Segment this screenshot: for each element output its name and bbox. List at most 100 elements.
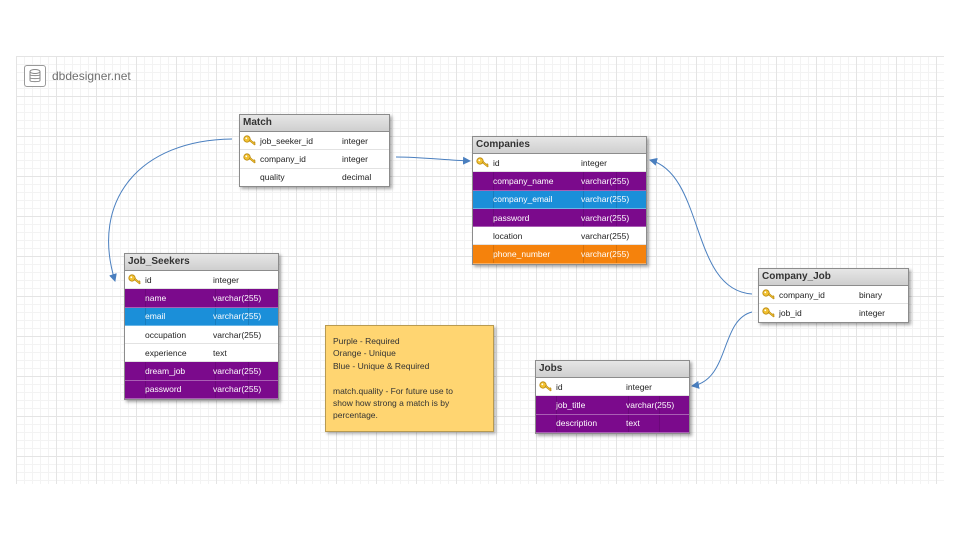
field-name: job_id xyxy=(779,307,802,318)
field-type: decimal xyxy=(342,172,372,183)
row-divider xyxy=(215,362,216,380)
field-type: varchar(255) xyxy=(581,194,630,205)
table-title[interactable]: Companies xyxy=(473,137,646,154)
table-row[interactable]: email varchar(255) xyxy=(125,307,278,326)
link-company-job-to-companies xyxy=(649,157,753,295)
table-title[interactable]: Job_Seekers xyxy=(125,254,278,271)
field-name: dream_job xyxy=(145,366,186,377)
row-divider xyxy=(616,208,617,227)
field-type: integer xyxy=(581,157,607,168)
row-divider xyxy=(583,245,584,263)
row-divider xyxy=(145,380,146,399)
brand-name: dbdesigner.net xyxy=(52,69,131,83)
table-row[interactable]: password varchar(255) xyxy=(125,380,278,400)
row-divider xyxy=(248,307,249,325)
note-line xyxy=(333,372,486,384)
field-name: company_email xyxy=(493,194,553,205)
field-type: integer xyxy=(626,381,652,392)
field-name: password xyxy=(145,384,182,395)
row-divider xyxy=(583,190,584,208)
link-match-to-companies xyxy=(395,156,471,165)
key-spacer xyxy=(473,191,491,208)
row-divider xyxy=(659,396,660,414)
field-name: id xyxy=(493,157,500,168)
row-divider xyxy=(493,208,494,227)
key-spacer xyxy=(536,415,554,432)
row-divider xyxy=(145,362,146,380)
table-title[interactable]: Match xyxy=(240,115,389,132)
field-type: varchar(255) xyxy=(581,249,630,260)
field-name: company_id xyxy=(779,289,825,300)
table-row[interactable]: company_email varchar(255) xyxy=(473,190,646,209)
field-type: varchar(255) xyxy=(581,212,630,223)
key-spacer xyxy=(125,326,143,343)
note-line: percentage. xyxy=(333,410,378,421)
field-name: company_name xyxy=(493,175,554,186)
key-spacer xyxy=(536,396,554,413)
row-divider xyxy=(628,414,629,432)
table-title[interactable]: Company_Job xyxy=(759,269,908,286)
table-row[interactable]: id integer xyxy=(473,154,646,173)
brand[interactable]: dbdesigner.net xyxy=(24,65,131,87)
field-name: email xyxy=(145,311,166,322)
row-divider xyxy=(493,172,494,190)
row-divider xyxy=(583,208,584,227)
note-line: Orange - Unique xyxy=(333,348,396,359)
table-row[interactable]: company_id binary xyxy=(759,286,908,305)
row-divider xyxy=(248,380,249,399)
row-divider xyxy=(493,190,494,208)
field-name: occupation xyxy=(145,329,187,340)
row-divider xyxy=(628,396,629,414)
link-match-to-job-seekers xyxy=(108,138,233,282)
note-line: show how strong a match is by xyxy=(333,398,450,409)
field-name: company_id xyxy=(260,153,306,164)
row-divider xyxy=(215,307,216,325)
note-line: Purple - Required xyxy=(333,336,400,346)
key-spacer xyxy=(473,227,491,244)
row-divider xyxy=(616,172,617,190)
key-spacer xyxy=(473,172,491,189)
field-type: varchar(255) xyxy=(213,384,262,395)
field-type: text xyxy=(213,347,227,358)
row-divider xyxy=(583,172,584,190)
key-spacer xyxy=(125,308,143,325)
field-name: name xyxy=(145,292,167,303)
legend-note[interactable]: Purple - Required Orange - Unique Blue -… xyxy=(325,325,494,432)
field-name: location xyxy=(493,230,523,241)
key-icon xyxy=(759,304,777,321)
field-type: varchar(255) xyxy=(626,399,675,410)
row-divider xyxy=(616,245,617,263)
key-spacer xyxy=(125,289,143,306)
row-divider xyxy=(556,414,557,432)
note-line: Blue - Unique & Required xyxy=(333,360,430,371)
field-type: varchar(255) xyxy=(213,311,262,322)
table-title[interactable]: Jobs xyxy=(536,361,689,378)
key-spacer xyxy=(240,169,258,186)
key-spacer xyxy=(473,209,491,226)
row-divider xyxy=(556,396,557,414)
field-type: binary xyxy=(859,289,883,300)
row-divider xyxy=(248,289,249,307)
